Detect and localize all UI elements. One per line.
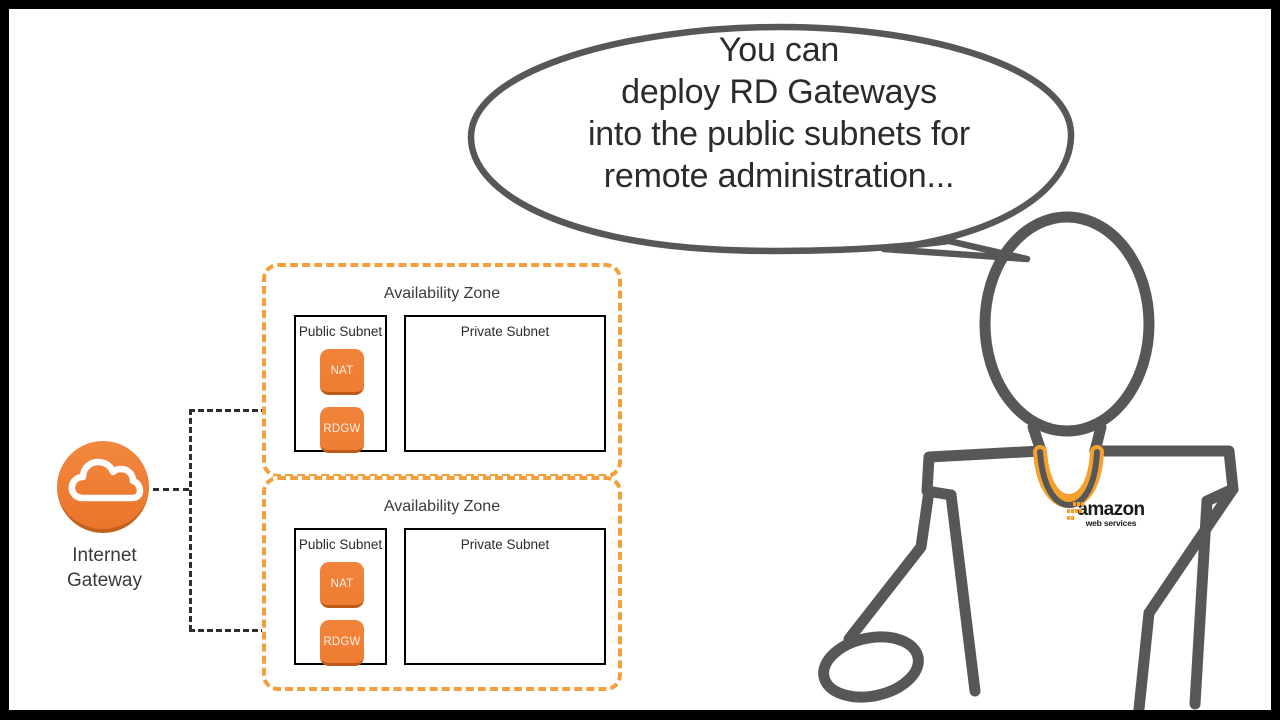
cloud-icon — [68, 458, 144, 502]
aws-logo-wordmark: amazon — [1077, 499, 1145, 520]
figure-head — [979, 211, 1155, 437]
az-2-title: Availability Zone — [383, 498, 501, 515]
internet-gateway[interactable]: Internet Gateway — [57, 441, 153, 591]
az-1-nat-label: NAT — [330, 364, 354, 377]
az-1-public-subnet-title: Public Subnet — [298, 324, 383, 339]
aws-shirt-logo: amazon web services — [1061, 499, 1161, 528]
bubble-line-2: deploy RD Gateways — [621, 73, 937, 111]
aws-logo-mark-icon — [1067, 502, 1085, 520]
availability-zone-1[interactable]: Availability Zone Public Subnet NAT RDGW… — [262, 263, 622, 478]
bubble-line-1: You can — [718, 31, 840, 69]
slide-canvas: You can deploy RD Gateways into the publ… — [9, 9, 1271, 710]
internet-gateway-badge — [57, 441, 149, 533]
figure-left-shoulder — [921, 445, 1047, 501]
figure-illustration — [818, 211, 1239, 710]
az-2-private-subnet-title: Private Subnet — [460, 537, 550, 552]
figure-left-hand — [818, 631, 924, 703]
igw-label-line-1: Internet — [72, 545, 137, 566]
figure-torso-left — [945, 489, 981, 697]
aws-presenter-figure: amazon web services — [809, 189, 1259, 710]
az-2-private-subnet[interactable]: Private Subnet — [404, 528, 606, 665]
igw-label-line-2: Gateway — [67, 570, 142, 591]
az-1-private-subnet[interactable]: Private Subnet — [404, 315, 606, 452]
availability-zone-2[interactable]: Availability Zone Public Subnet NAT RDGW… — [262, 476, 622, 691]
connector-branch-az1 — [189, 409, 312, 412]
figure-right-arm — [1133, 483, 1239, 710]
az-2-public-subnet[interactable]: Public Subnet NAT RDGW — [294, 528, 387, 666]
bubble-line-3: into the public subnets for — [587, 115, 971, 153]
connector-branch-az2 — [189, 629, 312, 632]
figure-left-arm — [843, 485, 935, 645]
connector-vertical-bracket — [189, 409, 192, 631]
az-2-nat-label: NAT — [330, 577, 354, 590]
internet-gateway-label: Internet Gateway — [27, 543, 182, 593]
aws-logo-subtext: web services — [1085, 518, 1137, 528]
figure-right-shoulder — [1089, 445, 1239, 507]
az-1-public-subnet[interactable]: Public Subnet NAT RDGW — [294, 315, 387, 453]
az-1-rdgw-label: RDGW — [323, 422, 361, 435]
az-1-title: Availability Zone — [383, 285, 501, 302]
figure-collar-outline — [1037, 449, 1100, 509]
az-2-rdgw-label: RDGW — [323, 635, 361, 648]
bubble-line-4: remote administration... — [603, 157, 955, 195]
az-2-rdgw-node[interactable]: RDGW — [320, 620, 364, 666]
speech-bubble-text: You can deploy RD Gateways into the publ… — [489, 29, 1069, 197]
connector-gateway-stub — [153, 488, 189, 491]
az-1-nat-node[interactable]: NAT — [320, 349, 364, 395]
az-2-public-subnet-title: Public Subnet — [298, 537, 383, 552]
az-1-private-subnet-title: Private Subnet — [460, 324, 550, 339]
az-2-nat-node[interactable]: NAT — [320, 562, 364, 608]
az-1-rdgw-node[interactable]: RDGW — [320, 407, 364, 453]
